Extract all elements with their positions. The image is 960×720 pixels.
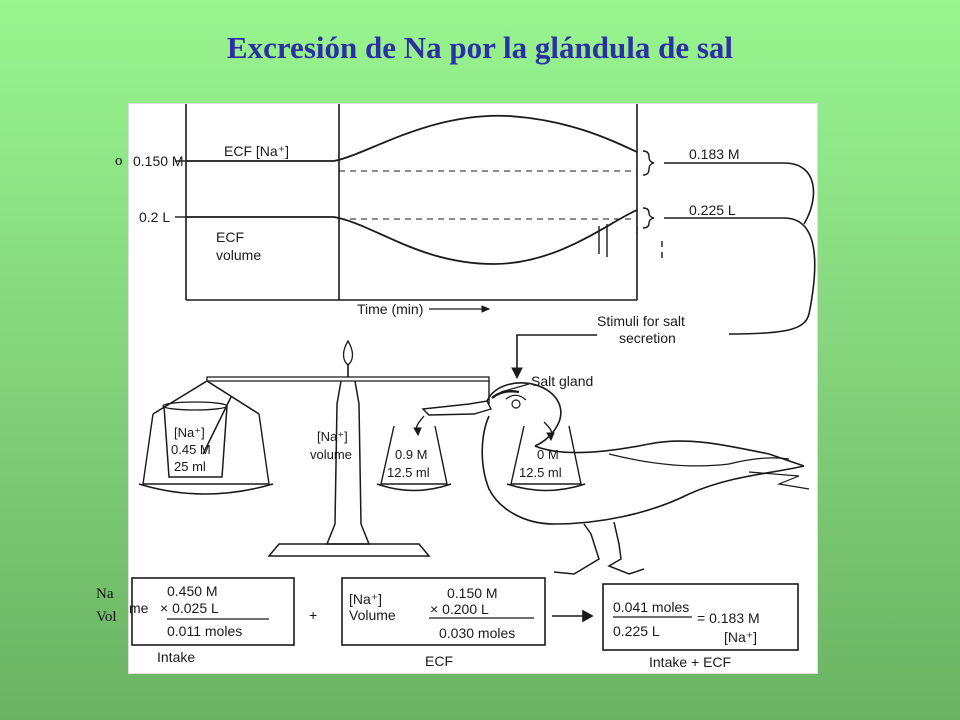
time-graph	[175, 104, 816, 335]
volume-connector	[728, 217, 816, 335]
ecf-box-label-1: [Na⁺]	[349, 591, 382, 607]
ecf-box	[341, 577, 546, 646]
salt-pan-line-2: 12.5 ml	[387, 465, 430, 480]
left-pan-line-3: 25 ml	[174, 459, 206, 474]
ecf-volume-result: 0.225 L	[689, 202, 736, 218]
result-unit: [Na⁺]	[724, 629, 757, 645]
ecf-row-1: 0.150 M	[447, 585, 498, 601]
intake-row-1: 0.450 M	[167, 583, 218, 599]
stimuli-label-1: Stimuli for salt	[597, 313, 685, 329]
stimuli-arrow	[511, 334, 597, 380]
ecf-volume-label-2: volume	[216, 247, 261, 263]
na-brace	[642, 150, 655, 176]
intake-row-2-prefix: me	[129, 600, 149, 616]
ecf-na-result: 0.183 M	[689, 146, 740, 162]
result-numerator: 0.041 moles	[613, 599, 689, 615]
side-label-na: Na	[96, 586, 114, 602]
balance-scale	[138, 339, 490, 557]
flame-tip	[342, 339, 354, 366]
side-label-o: o	[115, 153, 123, 169]
result-equals: = 0.183 M	[697, 610, 760, 626]
intake-row-3: 0.011 moles	[167, 623, 242, 639]
intake-box	[131, 577, 295, 646]
result-caption: Intake + ECF	[649, 654, 731, 670]
water-pan-line-1: 0 M	[537, 447, 559, 462]
water-pan-line-2: 12.5 ml	[519, 465, 562, 480]
bird-illustration	[376, 382, 810, 575]
ecf-row-2: × 0.200 L	[430, 601, 489, 617]
salt-gland-figure: ECF [Na⁺] 0.150 M 0.183 M ECF volume 0.2…	[128, 103, 818, 674]
side-label-vol: Vol	[96, 609, 117, 625]
ecf-volume-value: 0.2 L	[139, 209, 170, 225]
result-box	[602, 583, 799, 651]
volume-brace	[642, 207, 655, 229]
balance-center-label-2: volume	[310, 447, 352, 462]
stimuli-label-2: secretion	[619, 330, 676, 346]
page-title: Excresión de Na por la glándula de sal	[226, 30, 734, 65]
intake-caption: Intake	[157, 649, 195, 665]
ecf-volume-curve	[186, 209, 638, 265]
time-axis-label: Time (min)	[357, 301, 423, 317]
ecf-na-label: ECF [Na⁺]	[224, 143, 289, 159]
result-denominator: 0.225 L	[613, 623, 660, 639]
intake-row-2: × 0.025 L	[160, 600, 219, 616]
ecf-na-curve	[186, 114, 638, 162]
ecf-caption: ECF	[425, 653, 453, 669]
ecf-volume-label-1: ECF	[216, 229, 244, 245]
calculation-boxes	[131, 577, 799, 651]
ecf-row-3: 0.030 moles	[439, 625, 515, 641]
salt-gland-label: Salt gland	[531, 373, 593, 389]
balance-center-label-1: [Na⁺]	[317, 429, 348, 444]
na-connector	[783, 162, 815, 225]
left-pan-line-1: [Na⁺]	[174, 425, 205, 440]
ecf-na-value: 0.150 M	[133, 153, 184, 169]
left-pan-line-2: 0.45 M	[171, 442, 211, 457]
plus-sign: +	[309, 607, 317, 623]
ecf-box-label-2: Volume	[349, 607, 396, 623]
salt-pan-line-1: 0.9 M	[395, 447, 428, 462]
